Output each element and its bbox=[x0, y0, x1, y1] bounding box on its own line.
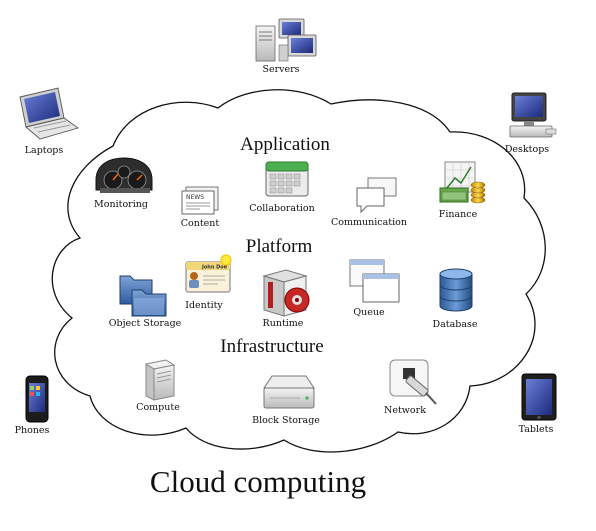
network-label: Network bbox=[384, 405, 426, 416]
compute-label: Compute bbox=[136, 402, 180, 413]
identity-card-text: John Doe bbox=[201, 265, 228, 271]
tablet-icon bbox=[521, 373, 557, 421]
block-storage-label: Block Storage bbox=[252, 415, 320, 426]
monitoring-label: Monitoring bbox=[94, 199, 148, 210]
object-storage-label: Object Storage bbox=[108, 318, 182, 329]
platform-heading: Platform bbox=[245, 236, 313, 257]
queue-label: Queue bbox=[353, 307, 385, 318]
finance-icon bbox=[439, 161, 486, 204]
application-heading: Application bbox=[240, 134, 330, 155]
communication-label: Communication bbox=[331, 217, 407, 228]
servers-icon bbox=[255, 18, 317, 62]
diagram-title: Cloud computing bbox=[149, 464, 367, 499]
content-label: Content bbox=[180, 218, 220, 229]
servers-label: Servers bbox=[262, 64, 300, 75]
runtime-box-icon bbox=[262, 269, 310, 317]
folder-icon bbox=[119, 275, 167, 317]
runtime-label: Runtime bbox=[262, 318, 304, 329]
infrastructure-heading: Infrastructure bbox=[220, 336, 324, 357]
calendar-icon bbox=[265, 161, 309, 197]
desktop-icon bbox=[509, 92, 557, 138]
hard-drive-icon bbox=[263, 375, 315, 409]
speech-bubbles-icon bbox=[356, 177, 397, 214]
news-text: NEWS bbox=[186, 194, 204, 201]
phone-icon bbox=[25, 375, 49, 423]
cloud-outline bbox=[51, 89, 546, 453]
identity-card-icon: John Doe bbox=[185, 254, 232, 293]
laptop-icon bbox=[19, 87, 80, 140]
monitoring-icon bbox=[95, 157, 153, 193]
network-plug-icon bbox=[389, 359, 437, 405]
phones-label: Phones bbox=[14, 425, 50, 436]
compute-server-icon bbox=[144, 359, 176, 401]
desktops-label: Desktops bbox=[504, 144, 550, 155]
database-icon bbox=[439, 268, 473, 312]
tablets-label: Tablets bbox=[518, 424, 554, 435]
laptops-label: Laptops bbox=[24, 145, 64, 156]
database-label: Database bbox=[432, 319, 478, 330]
identity-label: Identity bbox=[185, 300, 223, 311]
collaboration-label: Collaboration bbox=[249, 203, 315, 214]
queue-windows-icon bbox=[349, 259, 400, 303]
finance-label: Finance bbox=[438, 209, 478, 220]
newspaper-icon: NEWS bbox=[181, 186, 219, 215]
